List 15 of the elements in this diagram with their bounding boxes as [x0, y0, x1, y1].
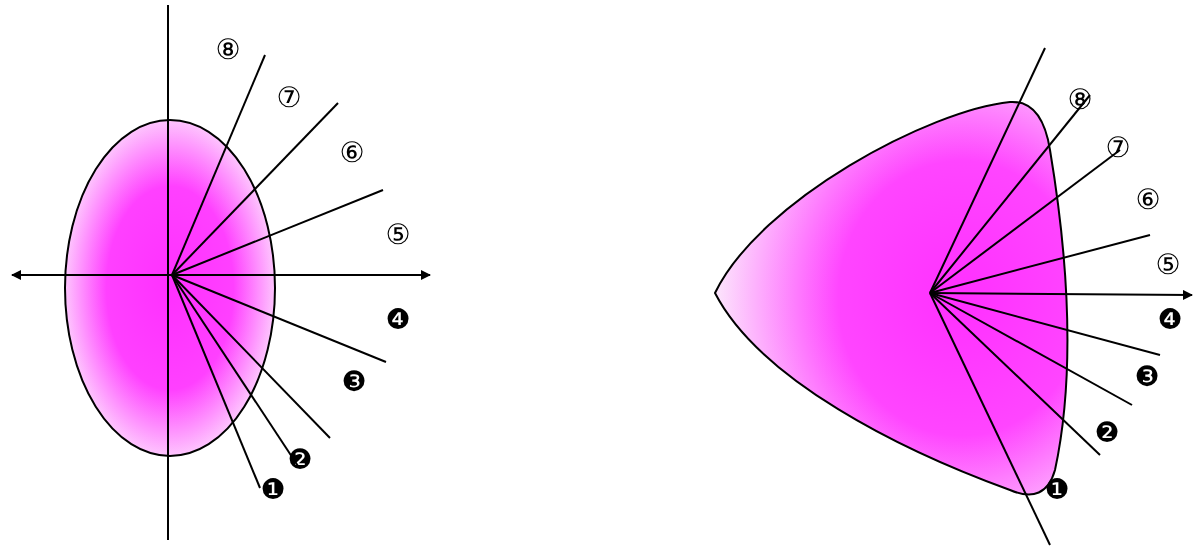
callout-number: ❸ [341, 368, 367, 396]
callout-number: ❶ [1044, 476, 1070, 504]
callout-number: ⑦ [1105, 134, 1131, 162]
callout-number: ⑦ [276, 84, 302, 112]
callout-number: ⑤ [385, 221, 411, 249]
callout-number: ❹ [385, 306, 411, 334]
callout-number: ❶ [260, 476, 286, 504]
callout-number: ⑥ [339, 139, 365, 167]
callout-number: ❹ [1157, 306, 1183, 334]
callout-number: ⑥ [1135, 186, 1161, 214]
callout-number: ⑧ [215, 36, 241, 64]
callout-number: ❸ [1134, 363, 1160, 391]
callout-number: ❷ [287, 446, 313, 474]
callout-number: ❷ [1094, 419, 1120, 447]
callout-number: ⑤ [1155, 251, 1181, 279]
